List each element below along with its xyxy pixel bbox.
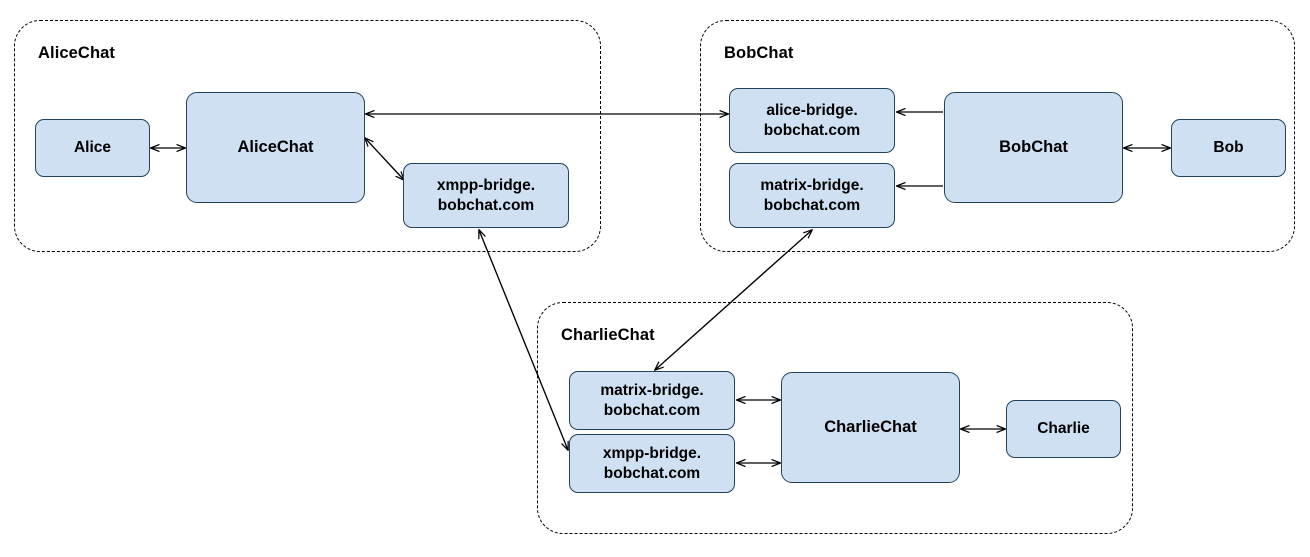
node-label-alice-xmpp-bridge: xmpp-bridge.bobchat.com bbox=[437, 176, 535, 215]
node-label-line: bobchat.com bbox=[763, 121, 861, 139]
node-charlie-xmpp-bridge[interactable]: xmpp-bridge.bobchat.com bbox=[569, 434, 735, 493]
node-alice-xmpp-bridge[interactable]: xmpp-bridge.bobchat.com bbox=[403, 163, 569, 228]
node-bob-alice-bridge[interactable]: alice-bridge.bobchat.com bbox=[729, 88, 895, 153]
node-label-line: bobchat.com bbox=[603, 401, 701, 419]
node-label-line: bobchat.com bbox=[603, 464, 701, 482]
node-label-charlie-matrix-bridge: matrix-bridge.bobchat.com bbox=[600, 381, 703, 420]
node-label-line: alice-bridge. bbox=[766, 102, 858, 120]
node-label-line: bobchat.com bbox=[763, 196, 861, 214]
node-bob[interactable]: Bob bbox=[1171, 119, 1286, 177]
node-label-charliechat: CharlieChat bbox=[824, 417, 917, 438]
node-bobchat[interactable]: BobChat bbox=[944, 92, 1123, 203]
node-charliechat[interactable]: CharlieChat bbox=[781, 372, 960, 483]
node-label-line: Charlie bbox=[1037, 420, 1090, 438]
zone-label-alicechat-zone: AliceChat bbox=[38, 44, 116, 62]
node-label-charlie: Charlie bbox=[1037, 419, 1090, 438]
zone-label-charliechat-zone: CharlieChat bbox=[561, 326, 655, 344]
node-charlie[interactable]: Charlie bbox=[1006, 400, 1121, 458]
zone-alicechat-zone bbox=[14, 20, 601, 252]
node-label-line: Bob bbox=[1213, 139, 1244, 157]
zone-bobchat-zone bbox=[700, 20, 1295, 252]
node-alice[interactable]: Alice bbox=[35, 119, 150, 177]
node-label-line: matrix-bridge. bbox=[600, 382, 704, 400]
node-label-bob-alice-bridge: alice-bridge.bobchat.com bbox=[764, 101, 860, 140]
node-label-line: BobChat bbox=[999, 138, 1068, 157]
node-label-charlie-xmpp-bridge: xmpp-bridge.bobchat.com bbox=[603, 444, 701, 483]
node-label-line: CharlieChat bbox=[824, 418, 917, 437]
node-label-bobchat: BobChat bbox=[999, 137, 1068, 158]
zone-charliechat-zone bbox=[537, 302, 1133, 534]
node-label-line: xmpp-bridge. bbox=[602, 445, 702, 463]
node-label-line: Alice bbox=[73, 139, 112, 157]
node-label-line: bobchat.com bbox=[437, 196, 535, 214]
node-label-line: matrix-bridge. bbox=[760, 177, 864, 195]
zone-label-bobchat-zone: BobChat bbox=[724, 44, 794, 62]
node-label-alice: Alice bbox=[74, 138, 111, 157]
node-label-bob-matrix-bridge: matrix-bridge.bobchat.com bbox=[760, 176, 863, 215]
node-bob-matrix-bridge[interactable]: matrix-bridge.bobchat.com bbox=[729, 163, 895, 228]
node-charlie-matrix-bridge[interactable]: matrix-bridge.bobchat.com bbox=[569, 371, 735, 430]
node-label-line: xmpp-bridge. bbox=[436, 177, 536, 195]
node-label-bob: Bob bbox=[1213, 138, 1243, 157]
node-label-line: AliceChat bbox=[237, 138, 314, 157]
node-label-alicechat: AliceChat bbox=[237, 137, 313, 158]
node-alicechat[interactable]: AliceChat bbox=[186, 92, 365, 203]
